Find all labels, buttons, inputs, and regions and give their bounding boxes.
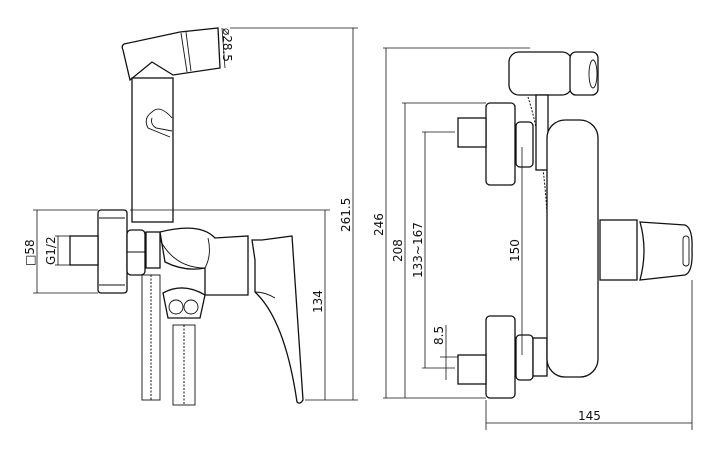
dim-inlet-range: 133~167 (411, 222, 425, 278)
dim-flange-span: 208 (391, 239, 405, 262)
hose-left (141, 274, 161, 401)
wall-flange (97, 209, 128, 294)
dimension-lines (33, 27, 358, 401)
spray-head (508, 51, 573, 96)
nut-bottom (515, 334, 534, 381)
diverter (162, 287, 206, 319)
lever-handle (251, 235, 304, 404)
front-view: 246 208 133~167 150 8.5 145 (372, 47, 693, 430)
nut-top (515, 121, 534, 168)
dim-center-distance: 150 (508, 239, 522, 262)
dim-thread: G1/2 (44, 236, 58, 265)
dim-overall-height: 246 (372, 213, 386, 236)
dim-lever-height: 134 (311, 290, 325, 313)
spray-head (121, 27, 221, 82)
holder (145, 231, 161, 269)
inlet-bottom (457, 354, 487, 385)
dimension-lines (383, 47, 693, 430)
side-view: ⌀28.5 261.5 134 □58 G1/2 (23, 27, 358, 406)
mixer-body (546, 119, 599, 378)
spray-handle (131, 77, 174, 223)
dim-offset: 8.5 (432, 326, 446, 345)
dim-total-height: 261.5 (339, 198, 353, 232)
lever-handle (639, 221, 693, 281)
dim-flange-size: □58 (23, 239, 37, 266)
flange-bottom (485, 315, 516, 399)
inlet-top (457, 117, 487, 148)
inlet-thread (69, 235, 99, 266)
flange-top (485, 102, 516, 186)
dim-spray-diameter: ⌀28.5 (220, 28, 234, 62)
hose-right (172, 324, 196, 406)
nut (126, 229, 146, 276)
outlet (599, 219, 638, 281)
valve-body (159, 227, 249, 296)
dim-depth: 145 (578, 409, 601, 423)
trigger-icon (145, 108, 173, 138)
